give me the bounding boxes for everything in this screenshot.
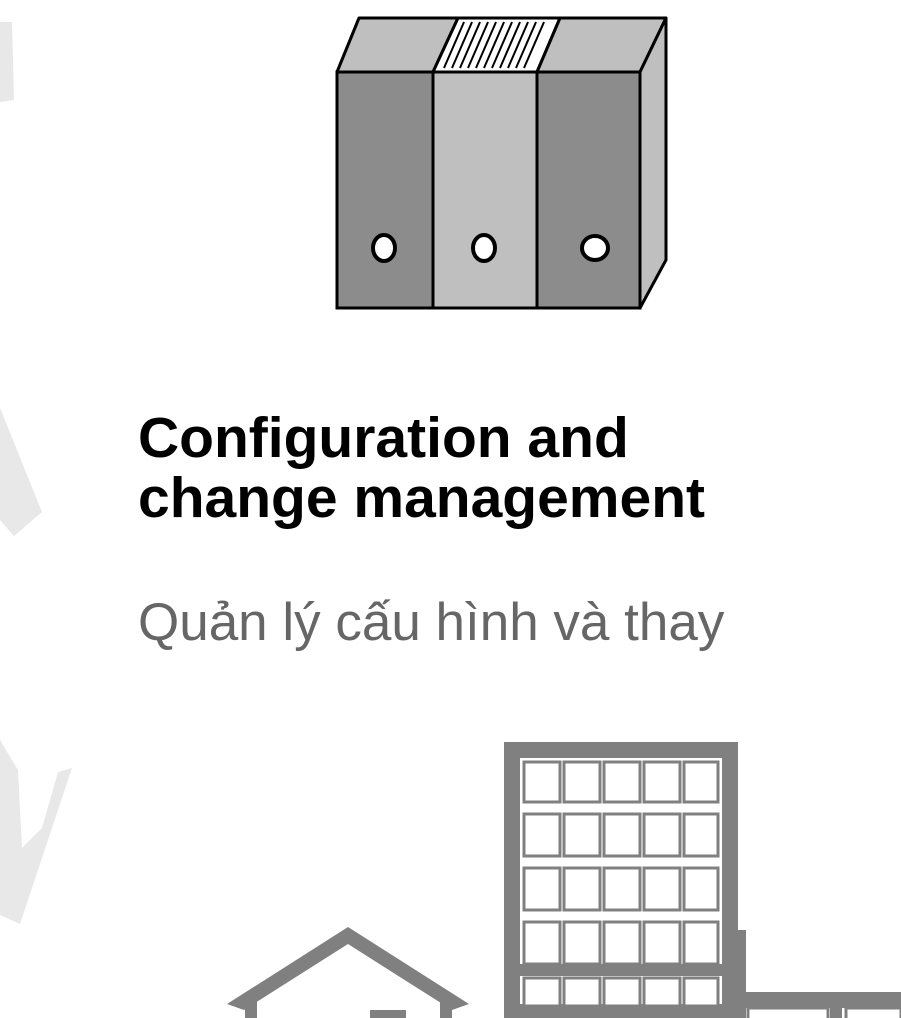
building-frame-left — [504, 742, 520, 1018]
building-windows — [522, 760, 720, 966]
heading-line-1: Configuration and — [138, 406, 629, 470]
heading: Configuration and change management — [138, 408, 705, 528]
building-frame-right — [722, 742, 738, 1018]
heading-line-2: change management — [138, 466, 705, 530]
binder-ring-middle — [471, 233, 497, 263]
arrow-segment-top — [0, 22, 14, 102]
binder-ring-right — [580, 234, 610, 262]
arrow-segment-middle — [0, 408, 42, 536]
house-door — [370, 1010, 406, 1018]
house-wall-left — [245, 1000, 257, 1018]
building-lower-windows — [522, 976, 901, 1018]
building-annex-post-1 — [830, 1008, 842, 1018]
binder-top-hatch — [443, 21, 545, 69]
binder-front-right — [535, 70, 642, 310]
arrow-segment-bottom — [0, 740, 72, 924]
binder-ring-left — [371, 233, 397, 263]
binder-front-left — [335, 70, 435, 310]
house-wall-right — [440, 1000, 452, 1018]
building-annex-pillar — [738, 930, 746, 1018]
subheading: Quản lý cấu hình và thay — [138, 593, 725, 652]
building-frame-top — [504, 742, 738, 758]
building-annex-roof — [738, 992, 901, 1008]
